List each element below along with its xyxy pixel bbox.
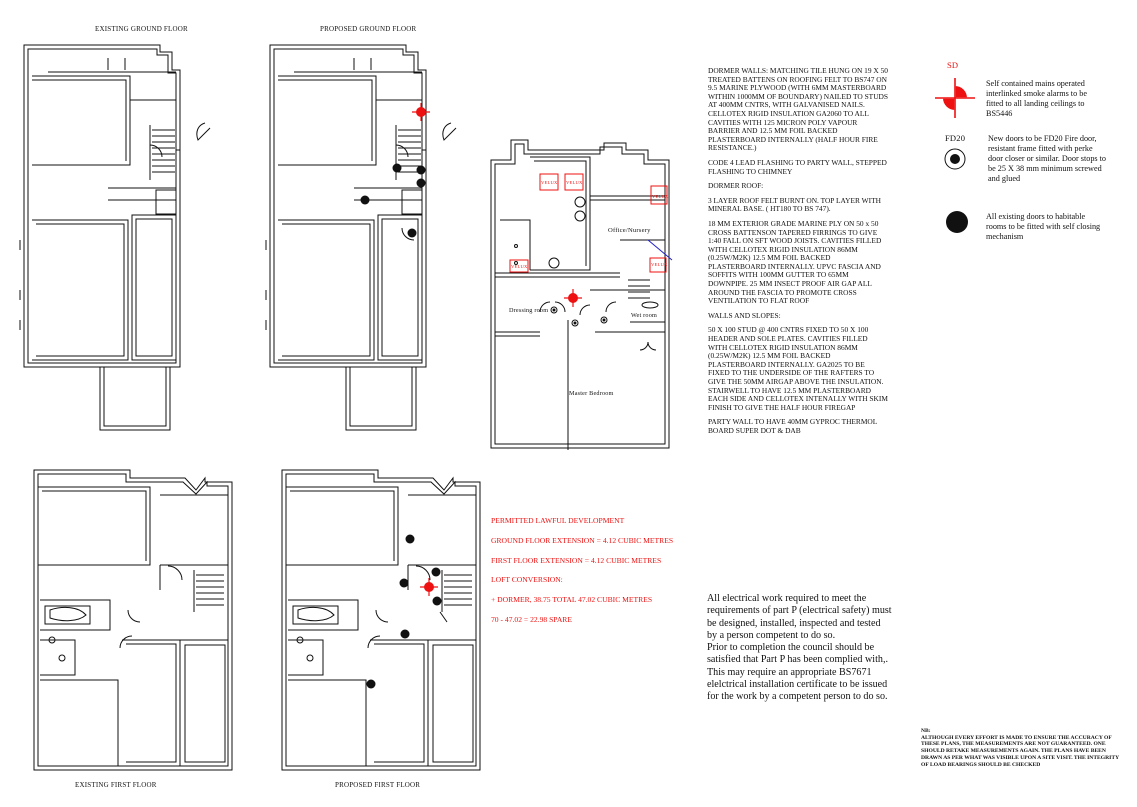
spec-code4: CODE 4 LEAD FLASHING TO PARTY WALL, STEP… (708, 157, 887, 176)
proposed-first-floor-plan (281, 469, 481, 771)
electrical-notes: All electrical work required to meet the… (707, 593, 893, 704)
room-dressing: Dressing room (509, 307, 549, 314)
spec-dormer-roof: 3 LAYER ROOF FELT BURNT ON. TOP LAYER WI… (708, 195, 881, 214)
spec-walls: 50 X 100 STUD @ 400 CNTRS FIXED TO 50 X … (708, 325, 888, 412)
legend-fd-code: FD20 (945, 133, 966, 143)
room-master-bedroom: Master Bedroom (569, 390, 614, 397)
velux-label: VELUX (651, 262, 668, 267)
spec-walls-heading: WALLS AND SLOPES: (708, 310, 781, 320)
legend-sd-text: Self contained mains operated interlinke… (986, 79, 1087, 118)
nb-heading: NB: (921, 728, 931, 734)
label-existing-ground: EXISTING GROUND FLOOR (95, 25, 188, 33)
proposed-ground-markers (360, 103, 430, 241)
room-wet: Wet room (631, 312, 658, 319)
velux-label: VELUX (652, 194, 669, 199)
legend-symbols (935, 78, 975, 233)
proposed-first-markers (366, 534, 448, 689)
permitted-line: + DORMER, 38.75 TOTAL 47.02 CUBIC METRES (491, 595, 653, 605)
room-office-nursery: Office/Nursery (608, 227, 651, 234)
label-proposed-ground: PROPOSED GROUND FLOOR (320, 25, 417, 33)
velux-label: VELUX (541, 180, 558, 185)
label-proposed-first: PROPOSED FIRST FLOOR (335, 781, 421, 789)
nb-disclaimer: NB: ALTHOUGH EVERY EFFORT IS MADE TO ENS… (921, 728, 1121, 768)
permitted-line: FIRST FLOOR EXTENSION = 4.12 CUBIC METRE… (491, 555, 662, 565)
legend-fd-text: New doors to be FD20 Fire door, resistan… (988, 134, 1107, 183)
existing-ground-floor-plan (19, 44, 211, 431)
label-existing-first: EXISTING FIRST FLOOR (75, 781, 157, 789)
electrical-note-2: Prior to completion the council should b… (707, 642, 888, 703)
spec-dormer-roof-heading: DORMER ROOF: (708, 181, 764, 191)
permitted-line: LOFT CONVERSION: (491, 575, 563, 585)
velux-label: VELUX (511, 264, 528, 269)
spec-ply: 18 MM EXTERIOR GRADE MARINE PLY ON 50 x … (708, 218, 882, 306)
spec-party-wall: PARTY WALL TO HAVE 40MM GYPROC THERMOL B… (708, 417, 878, 435)
permitted-line: GROUND FLOOR EXTENSION = 4.12 CUBIC METR… (491, 535, 674, 545)
legend-dot-text: All existing doors to habitable rooms to… (986, 212, 1101, 239)
proposed-ground-floor-plan (265, 44, 457, 431)
existing-first-floor-plan (33, 469, 233, 771)
legend-sd-code: SD (947, 60, 959, 70)
permitted-development: PERMITTED LAWFUL DEVELOPMENT GROUND FLOO… (491, 516, 673, 635)
loft-plan (490, 139, 673, 450)
spec-notes: DORMER WALLS: MATCHING TILE HUNG ON 19 X… (708, 66, 888, 442)
spec-dormer-walls: DORMER WALLS: MATCHING TILE HUNG ON 19 X… (708, 66, 888, 153)
velux-label: VELUX (566, 180, 583, 185)
permitted-line: 70 - 47.02 = 22.98 SPARE (491, 614, 573, 624)
nb-text: ALTHOUGH EVERY EFFORT IS MADE TO ENSURE … (921, 734, 1119, 768)
permitted-line: PERMITTED LAWFUL DEVELOPMENT (491, 516, 625, 525)
electrical-note-1: All electrical work required to meet the… (707, 593, 892, 641)
